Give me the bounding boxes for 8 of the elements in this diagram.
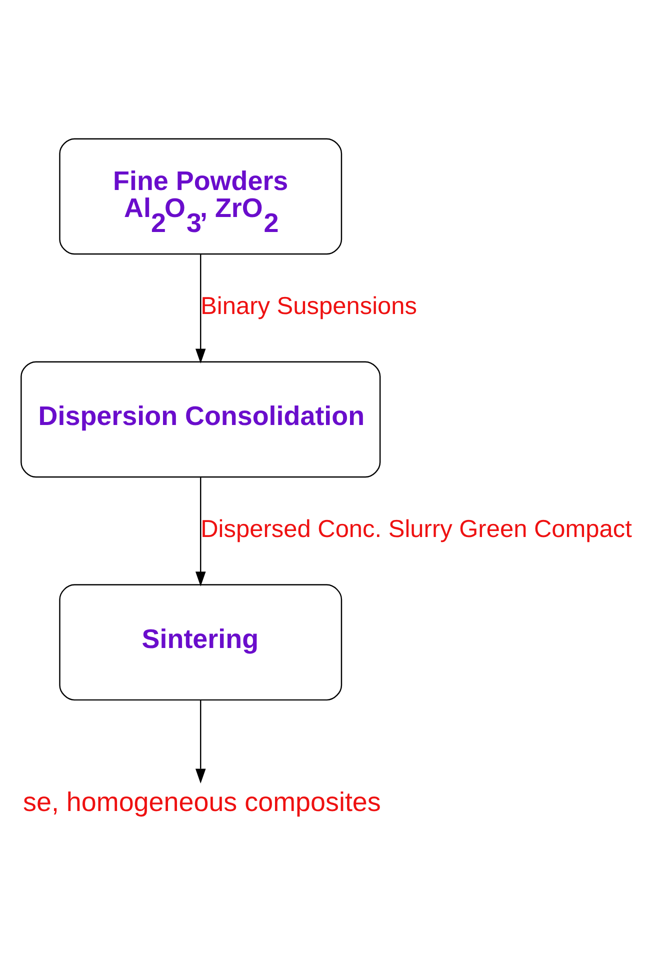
- arrow: [195, 254, 206, 363]
- edge-label: Binary Suspensions: [200, 292, 418, 320]
- edge-label: Dispersed Conc. Slurry Green Compact: [200, 516, 632, 543]
- node-box: Dispersion Consolidation: [20, 360, 381, 478]
- node-text: se, homogeneous composites: [23, 786, 381, 816]
- arrow: [195, 476, 206, 586]
- node-box: Sintering: [59, 584, 342, 700]
- arrow: [195, 700, 206, 783]
